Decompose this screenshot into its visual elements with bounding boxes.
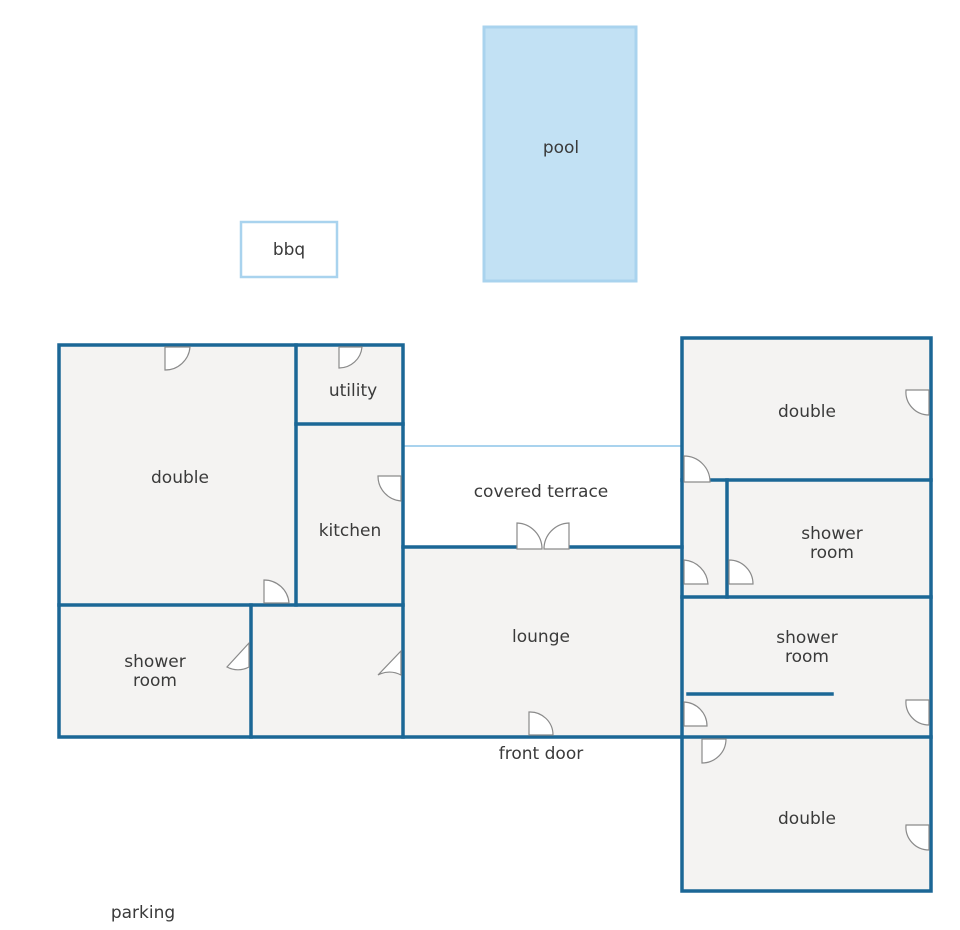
shower-room-left-label-line1: shower — [124, 652, 185, 672]
bbq-area — [239, 220, 339, 279]
shower-room-right-top-label-line2: room — [810, 543, 854, 563]
double-right-top-label: double — [778, 402, 836, 422]
kitchen-label: kitchen — [319, 521, 382, 541]
front-door-label: front door — [499, 744, 583, 764]
parking-label: parking — [111, 903, 175, 923]
lounge-walls — [401, 545, 684, 739]
covered-terrace-label: covered terrace — [474, 482, 609, 502]
shower-room-right-mid-label-line1: shower — [776, 628, 837, 648]
shower-room-right-top-label-line1: shower — [801, 524, 862, 544]
bbq-label: bbq — [273, 240, 305, 260]
right-wing-floor — [682, 338, 931, 891]
lounge-label: lounge — [512, 627, 570, 647]
right-wing-walls — [680, 336, 933, 893]
pool-area — [482, 25, 638, 283]
double-left-label: double — [151, 468, 209, 488]
shower-room-left-label-line2: room — [133, 671, 177, 691]
utility-label: utility — [329, 381, 377, 401]
lounge-floor — [403, 547, 682, 737]
left-wing-floor — [59, 345, 403, 737]
pool-label: pool — [543, 138, 579, 158]
double-right-bottom-label: double — [778, 809, 836, 829]
covered-terrace-floor — [403, 446, 682, 547]
doors — [164, 346, 930, 851]
left-wing-walls — [57, 343, 405, 739]
shower-room-right-mid-label-line2: room — [785, 647, 829, 667]
